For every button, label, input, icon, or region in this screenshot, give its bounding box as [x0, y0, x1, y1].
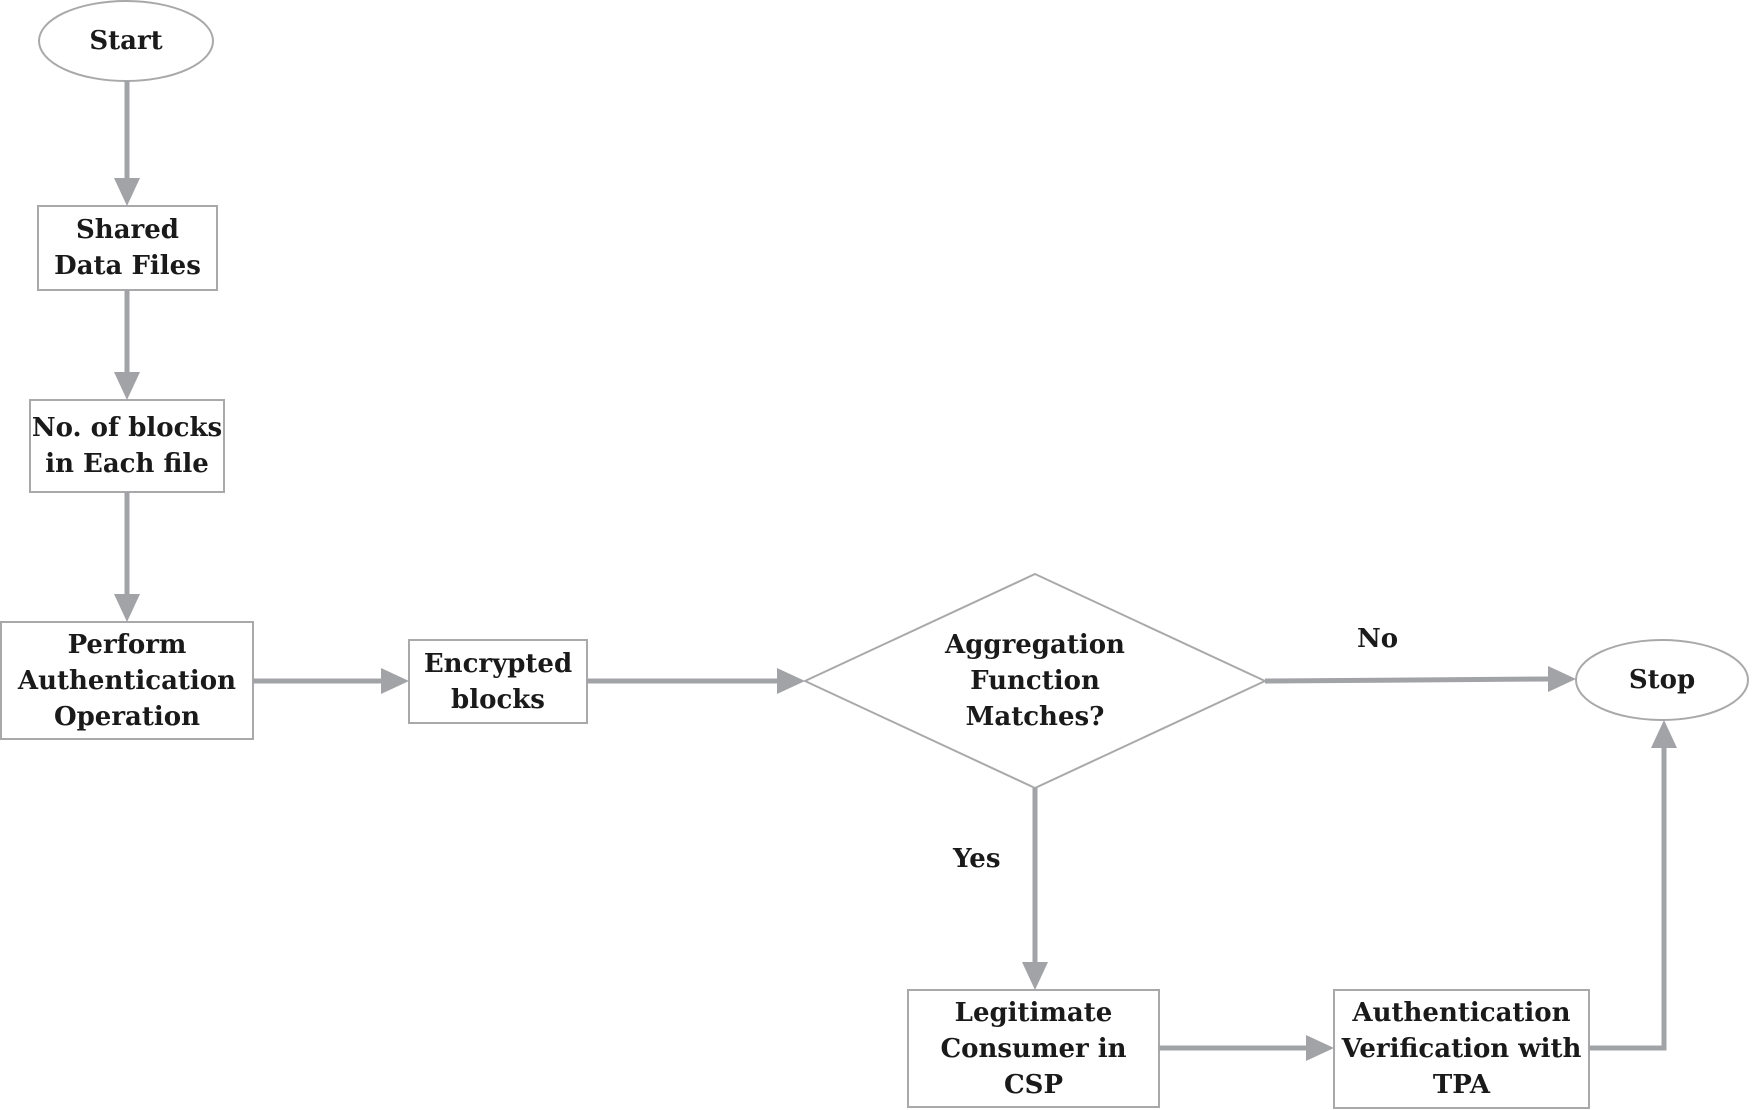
blocks-label-line2: in Each file	[45, 449, 209, 479]
verify-label-line1: Authentication	[1352, 998, 1571, 1028]
auth-op-node: Perform Authentication Operation	[1, 622, 253, 739]
decision-label-line1: Aggregation	[945, 630, 1125, 660]
arrow-shared-to-blocks-head	[114, 372, 140, 400]
stop-label: Stop	[1628, 665, 1696, 695]
start-label: Start	[89, 26, 163, 56]
arrow-encrypted-to-decision-head	[777, 668, 805, 694]
verify-label-line3: TPA	[1432, 1070, 1491, 1100]
verify-label-line2: Verification with	[1341, 1034, 1582, 1064]
legit-node: Legitimate Consumer in CSP	[908, 990, 1159, 1107]
shared-data-label-line1: Shared	[76, 215, 179, 245]
yes-edge-label: Yes	[953, 844, 1001, 874]
arrow-start-to-shared-head	[114, 178, 140, 206]
start-node: Start	[39, 1, 213, 81]
stop-oval	[1575, 639, 1749, 721]
arrow-blocks-to-auth-head	[114, 594, 140, 622]
shared-data-box	[37, 205, 218, 291]
legit-label-line3: CSP	[1003, 1069, 1064, 1100]
auth-op-label-line2: Authentication	[17, 665, 237, 696]
verify-node: Authentication Verification with TPA	[1334, 990, 1589, 1108]
arrow-auth-to-encrypted-head	[381, 668, 409, 694]
arrow-no-line	[1264, 676, 1551, 684]
legit-label-line1: Legitimate	[954, 997, 1113, 1028]
legit-box	[907, 989, 1160, 1108]
arrow-legit-to-verify-head	[1306, 1035, 1334, 1061]
stop-node: Stop	[1576, 640, 1748, 720]
arrow-no-head	[1548, 666, 1576, 692]
auth-op-label-line1: Perform	[67, 629, 187, 660]
no-edge-label: No	[1357, 624, 1399, 654]
auth-op-label-line3: Operation	[53, 701, 201, 732]
shared-data-label-line2: Data Files	[54, 251, 201, 281]
arrow-verify-to-stop-line	[1589, 746, 1667, 1051]
encrypted-box	[408, 639, 588, 724]
verify-box	[1333, 989, 1590, 1109]
decision-label-line3: Matches?	[965, 702, 1105, 732]
blocks-node: No. of blocks in Each file	[30, 400, 224, 492]
encrypted-label-line1: Encrypted	[423, 648, 573, 679]
decision-node: Aggregation Function Matches?	[895, 620, 1175, 742]
shared-data-node: Shared Data Files	[38, 206, 217, 290]
decision-label-line2: Function	[970, 666, 1100, 696]
encrypted-label-line2: blocks	[451, 684, 545, 715]
blocks-label-line1: No. of blocks	[31, 413, 223, 443]
encrypted-node: Encrypted blocks	[409, 640, 587, 723]
arrow-yes-head	[1022, 962, 1048, 990]
legit-label-line2: Consumer in	[940, 1033, 1127, 1064]
auth-op-box	[0, 621, 254, 740]
arrow-verify-to-stop-head	[1651, 720, 1677, 748]
